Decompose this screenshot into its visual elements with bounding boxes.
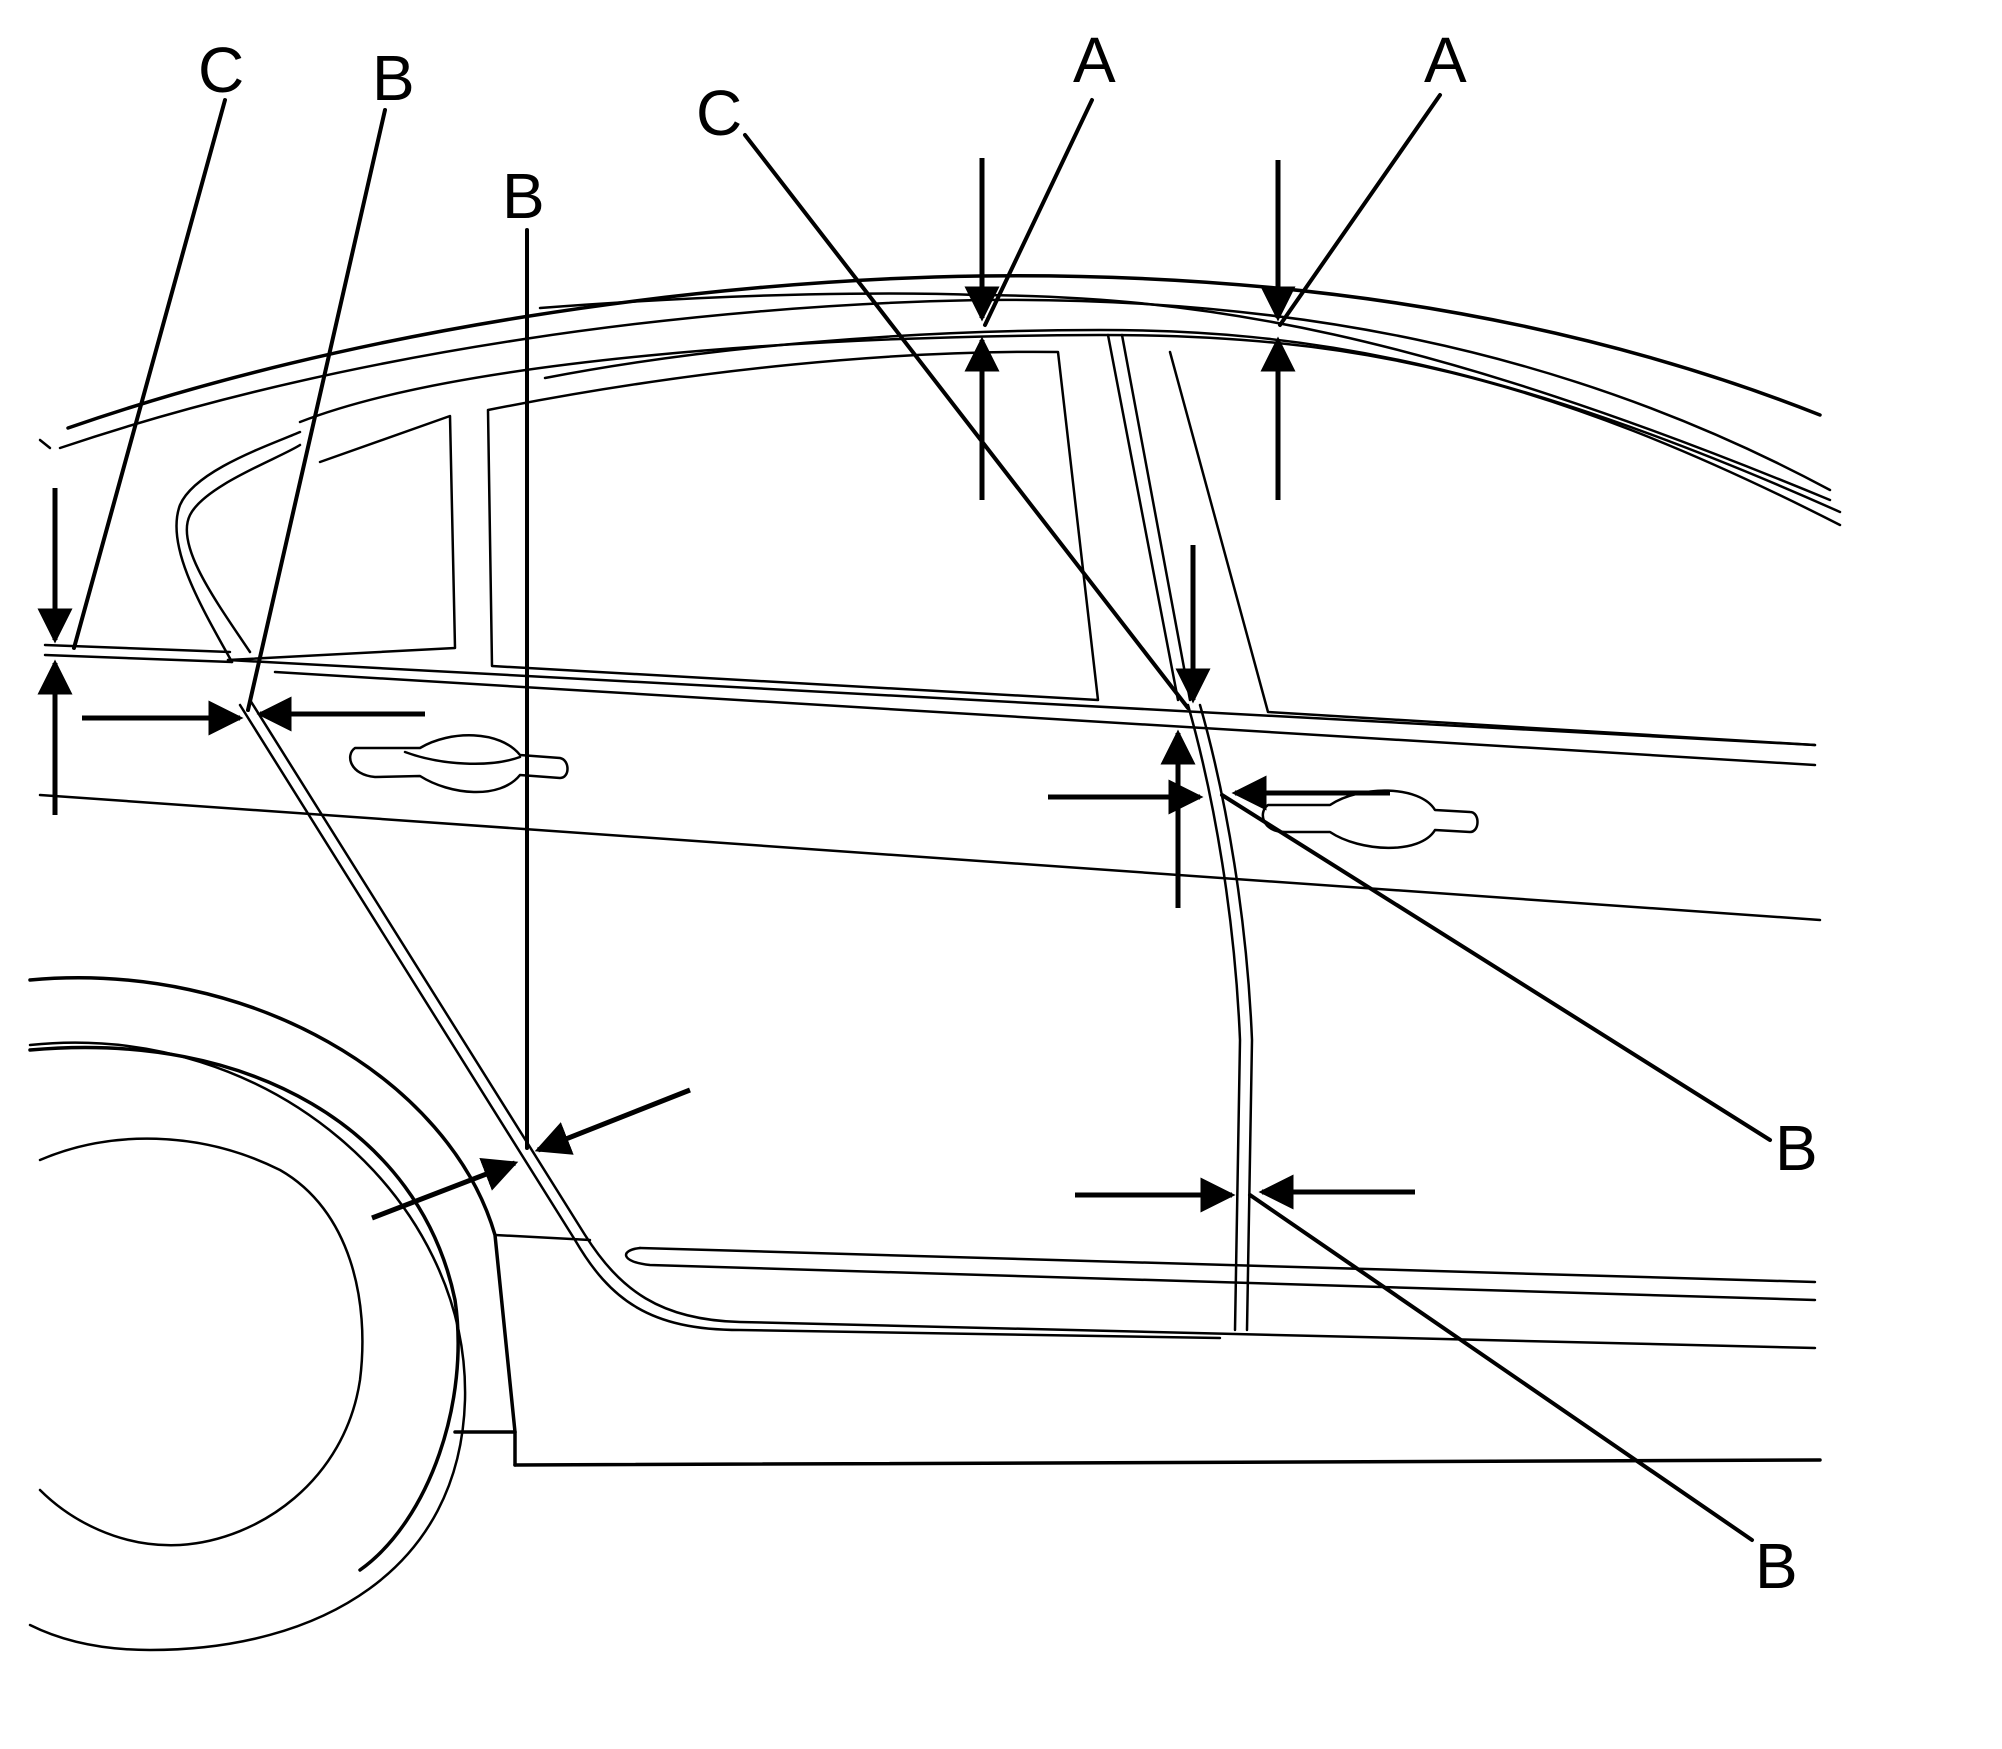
callout-c-center: C — [696, 77, 742, 149]
arrow-b-left-2-out — [371, 1157, 519, 1221]
callout-b-left-1: B — [372, 42, 415, 114]
callout-a-1: A — [1073, 24, 1116, 96]
leader-b-right-2 — [1248, 1193, 1754, 1542]
rim — [38, 1137, 364, 1547]
rear-door-handle-inner — [403, 750, 522, 765]
car-body-outline — [28, 274, 1842, 1652]
arrow-b-left-2-in — [534, 1087, 691, 1155]
leader-c-left — [72, 98, 227, 650]
leader-b-left-1 — [246, 108, 387, 712]
front-door-glass — [1168, 350, 1817, 747]
callout-b-right-1: B — [1775, 1112, 1818, 1184]
rear-door-rear-edge-1 — [248, 698, 1817, 1350]
rocker-front-edge — [453, 1430, 517, 1467]
side-molding — [625, 1246, 1817, 1302]
wheel-arch-inner — [28, 1045, 460, 1572]
b-pillar-line-2 — [1120, 333, 1192, 702]
deck-lid-line-2 — [43, 653, 234, 664]
character-line — [38, 793, 1822, 922]
wheel-arch-outer — [28, 976, 517, 1434]
callout-b-left-2: B — [502, 160, 545, 232]
b-pillar-line-1 — [1106, 333, 1180, 702]
belt-line-rear — [226, 658, 1817, 747]
rear-door-frame-outer — [185, 443, 302, 654]
rear-door-frame-inner — [175, 430, 302, 664]
leader-c-center — [743, 133, 1190, 710]
side-molding-2 — [638, 1246, 1817, 1284]
door-frame-top — [298, 333, 1842, 527]
rear-door-glass — [486, 350, 1100, 702]
rear-door-rear-edge-2 — [238, 703, 1222, 1340]
callout-b-right-2: B — [1755, 1530, 1798, 1602]
door-gap-front-1 — [1186, 703, 1242, 1332]
door-gap-front-2 — [1198, 703, 1254, 1332]
leader-b-right-1 — [1220, 793, 1772, 1142]
rear-door-handle — [349, 734, 569, 794]
measurement-leaders — [37, 93, 1772, 1542]
callout-c-left: C — [198, 34, 244, 106]
leader-a-1 — [983, 98, 1094, 327]
quarter-glass — [226, 414, 457, 662]
tire — [28, 1041, 467, 1652]
callout-labels: C B B C A A B B — [198, 24, 1818, 1602]
roof-molding-inner — [538, 292, 1832, 502]
callout-a-2: A — [1424, 24, 1467, 96]
lower-body-line — [513, 1458, 1822, 1467]
rocker-line — [493, 1233, 592, 1242]
leader-a-2 — [1278, 93, 1442, 327]
deck-edge — [38, 438, 52, 450]
belt-line-lower — [273, 670, 1817, 767]
